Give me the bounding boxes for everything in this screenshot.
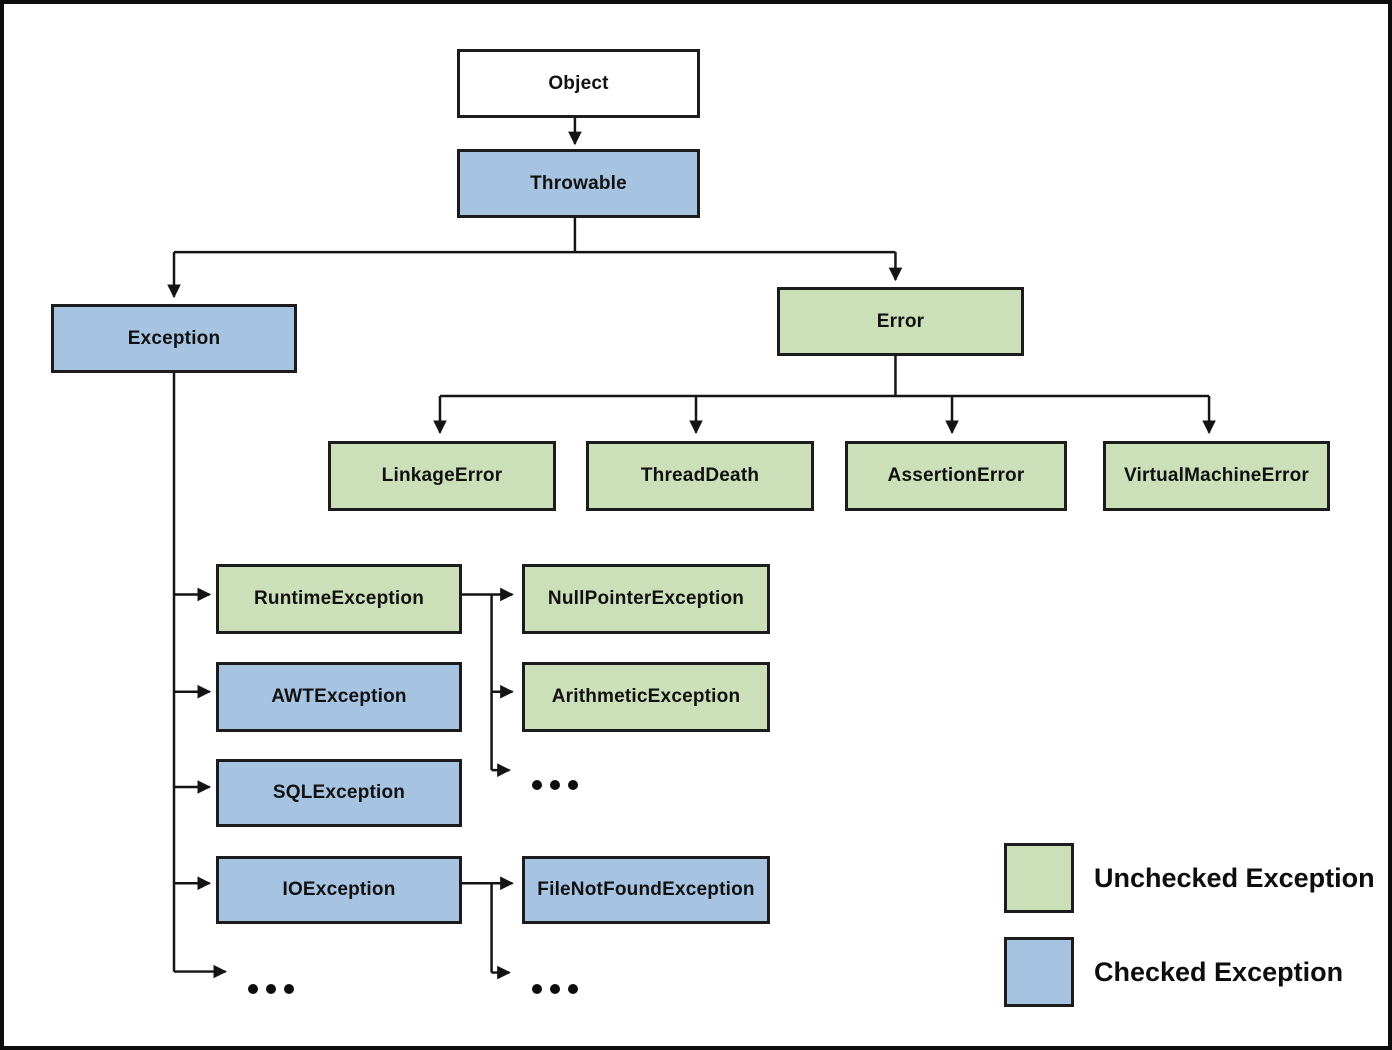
node-awt-exception: AWTException — [216, 662, 462, 732]
ellipsis-dot — [568, 780, 578, 790]
node-label: ThreadDeath — [640, 465, 760, 486]
node-label: SQLException — [272, 782, 406, 803]
node-linkage-error: LinkageError — [328, 441, 556, 511]
node-label: Exception — [127, 327, 221, 349]
node-virtual-machine-error: VirtualMachineError — [1103, 441, 1330, 511]
ellipsis-runtime-more — [532, 780, 578, 790]
checked-exception-label: Checked Exception — [1094, 956, 1344, 987]
node-label: RuntimeException — [254, 588, 424, 609]
ellipsis-dot — [568, 984, 578, 994]
ellipsis-dot — [266, 984, 276, 994]
node-throwable: Throwable — [457, 149, 700, 218]
unchecked-exception-label: Unchecked Exception — [1094, 862, 1375, 893]
node-label: FileNotFoundException — [537, 879, 755, 900]
node-label: IOException — [282, 879, 396, 900]
ellipsis-dot — [248, 984, 258, 994]
node-sql-exception: SQLException — [216, 759, 462, 827]
node-label: AWTException — [271, 686, 407, 707]
node-label: Throwable — [530, 172, 627, 194]
ellipsis-dot — [532, 984, 542, 994]
ellipsis-dot — [550, 984, 560, 994]
ellipsis-dot — [284, 984, 294, 994]
node-label: NullPointerException — [547, 588, 745, 609]
ellipsis-exception-more — [248, 984, 294, 994]
connector-lines — [167, 117, 1216, 980]
node-runtime-exception: RuntimeException — [216, 564, 462, 634]
node-assertion-error: AssertionError — [845, 441, 1067, 511]
ellipsis-dot — [550, 780, 560, 790]
legend-item-unchecked: Unchecked Exception — [1004, 843, 1375, 913]
node-object: Object — [457, 49, 700, 118]
unchecked-exception-swatch — [1004, 843, 1074, 913]
checked-exception-swatch — [1004, 937, 1074, 1007]
node-label: Object — [548, 72, 609, 94]
node-label: Error — [876, 310, 925, 332]
legend-item-checked: Checked Exception — [1004, 937, 1343, 1007]
node-thread-death: ThreadDeath — [586, 441, 814, 511]
node-label: VirtualMachineError — [1123, 465, 1310, 486]
node-error: Error — [777, 287, 1024, 356]
node-exception: Exception — [51, 304, 297, 373]
ellipsis-dot — [532, 780, 542, 790]
node-label: ArithmeticException — [551, 686, 741, 707]
node-label: AssertionError — [887, 465, 1025, 486]
node-label: LinkageError — [381, 465, 503, 486]
node-file-not-found-exception: FileNotFoundException — [522, 856, 770, 924]
ellipsis-io-more — [532, 984, 578, 994]
node-io-exception: IOException — [216, 856, 462, 924]
node-null-pointer-exception: NullPointerException — [522, 564, 770, 634]
node-arithmetic-exception: ArithmeticException — [522, 662, 770, 732]
